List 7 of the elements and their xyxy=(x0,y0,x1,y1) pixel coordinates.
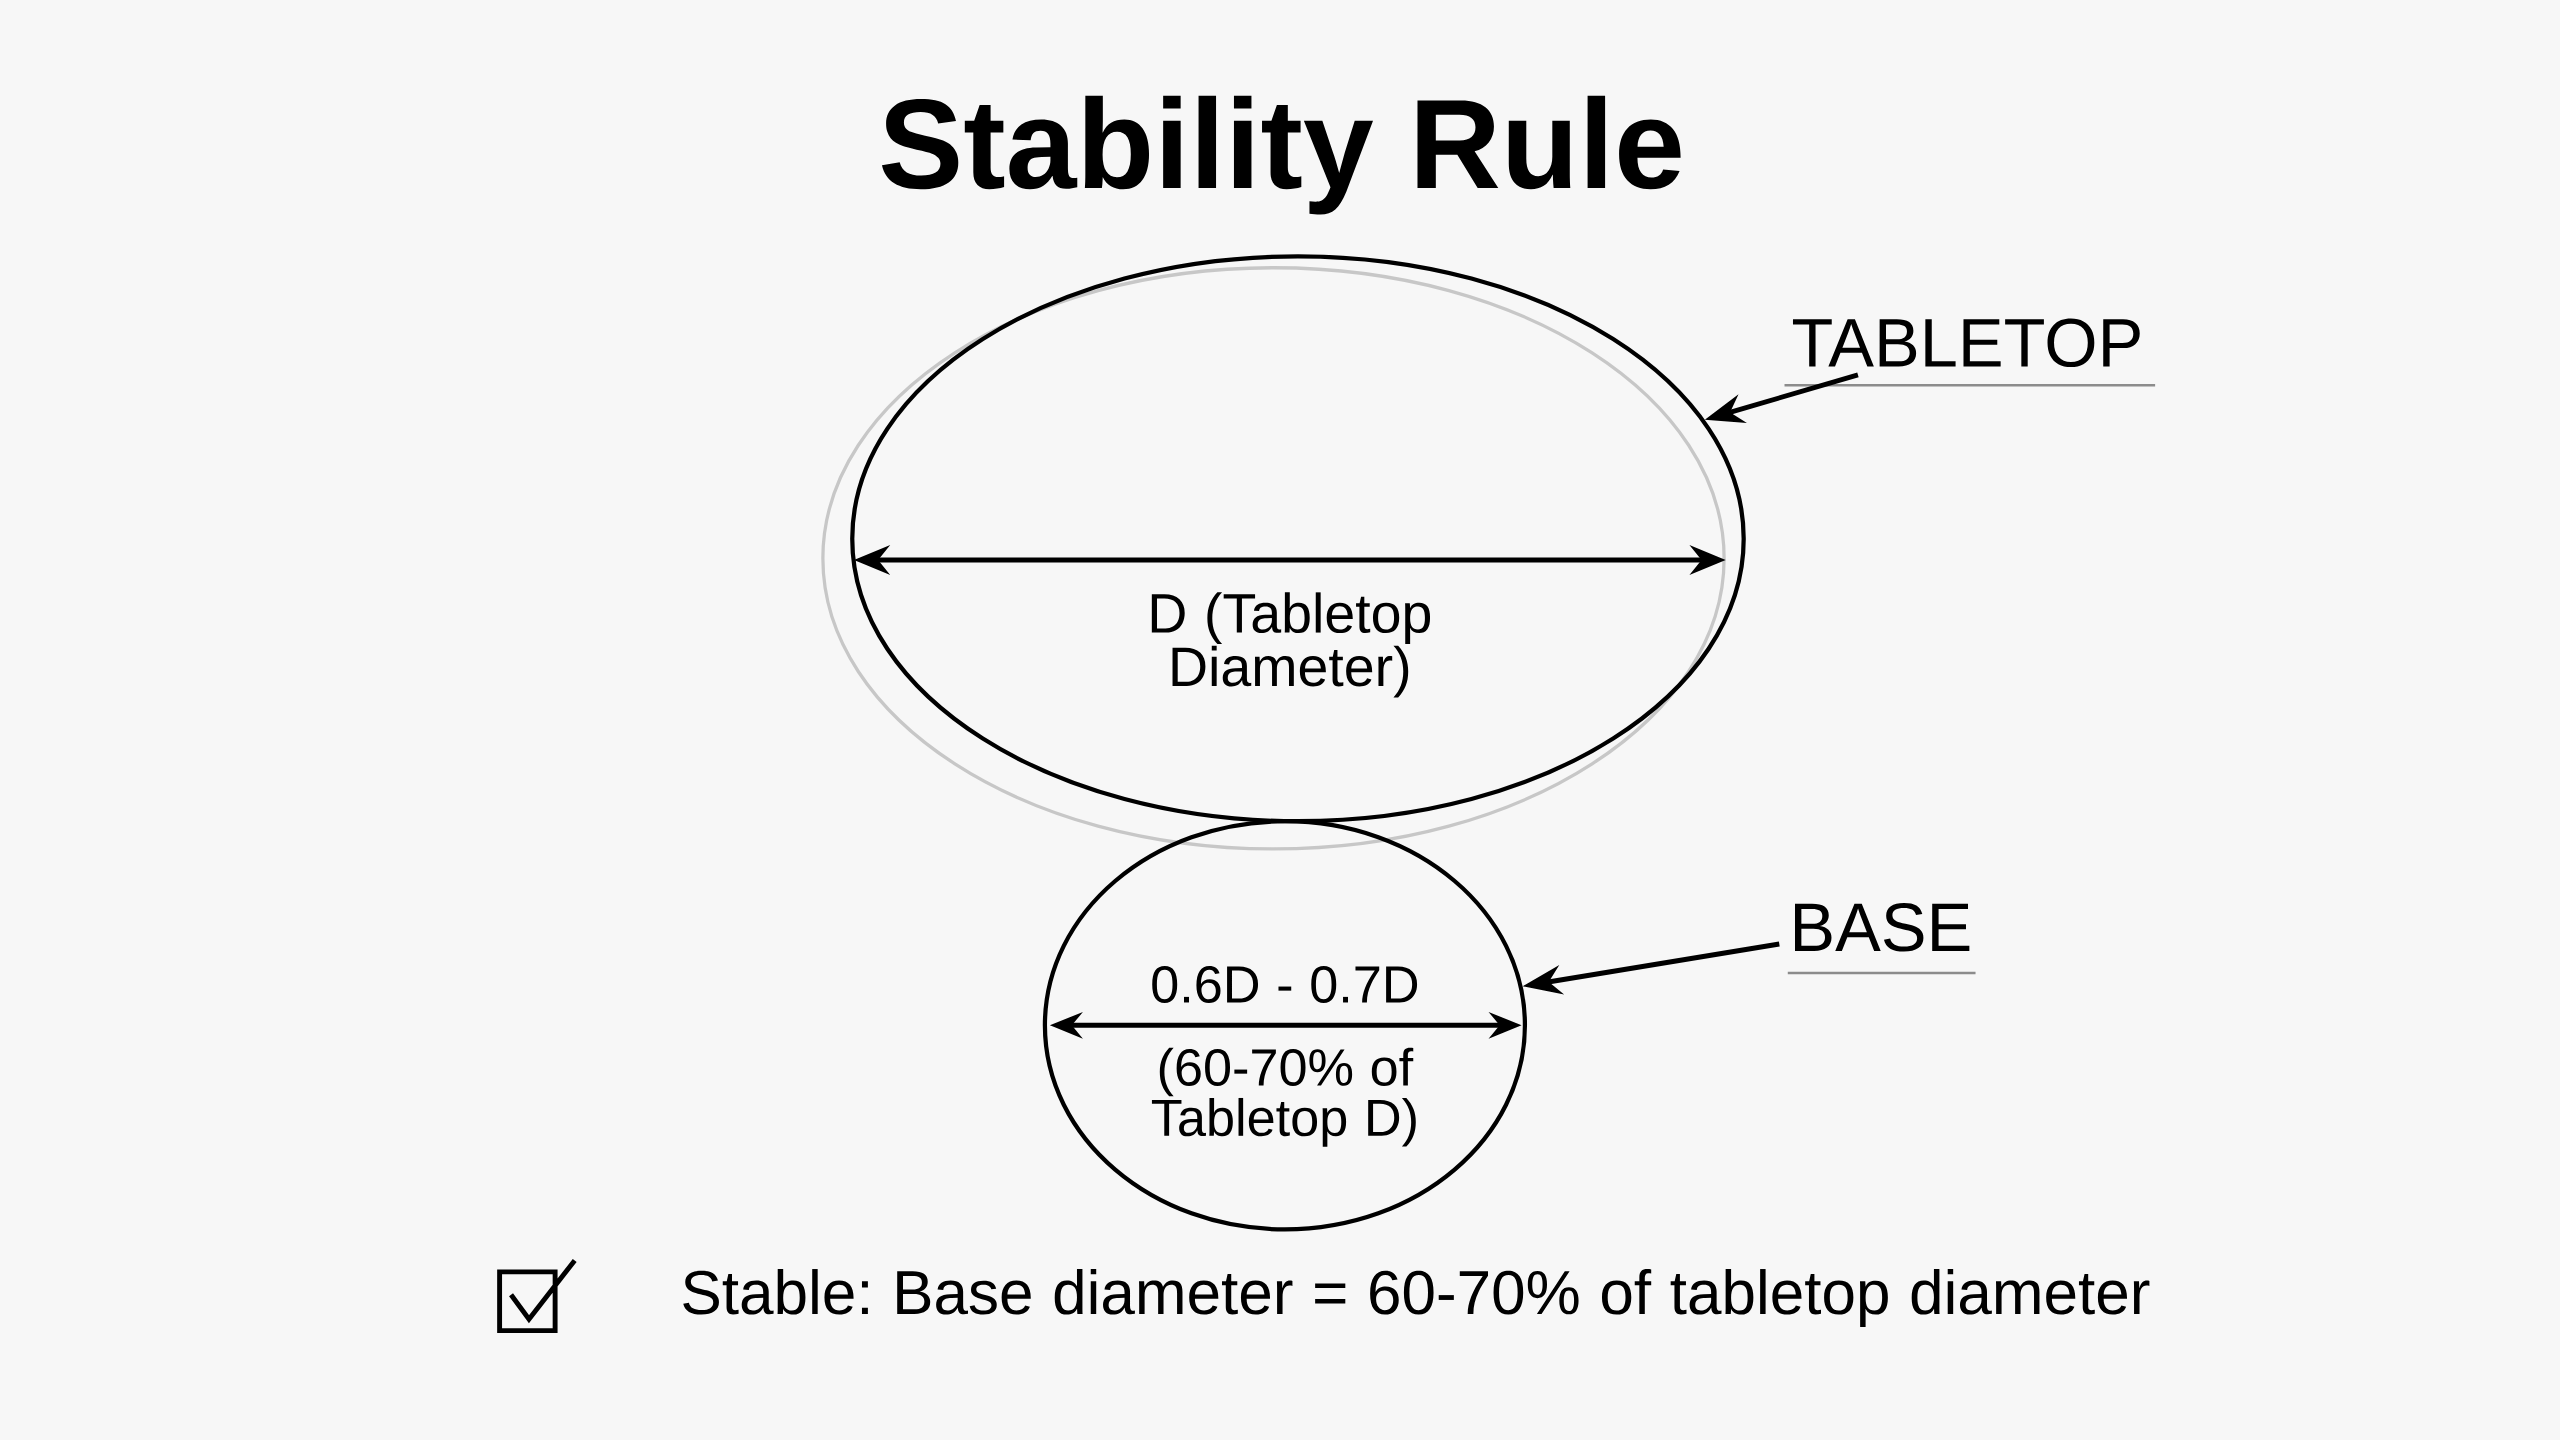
dimension-label: (60-70% of Tabletop D) xyxy=(1151,1047,1416,1147)
title: Stability Rule xyxy=(881,95,1681,215)
dimension-label: 0.6D - 0.7D xyxy=(1152,966,1418,1003)
dimension-label: D (Tabletop Diameter) xyxy=(1151,592,1431,698)
part-label: TABLETOP xyxy=(1792,318,2140,368)
base-circle xyxy=(1042,819,1528,1232)
part-label: BASE xyxy=(1795,903,1970,952)
